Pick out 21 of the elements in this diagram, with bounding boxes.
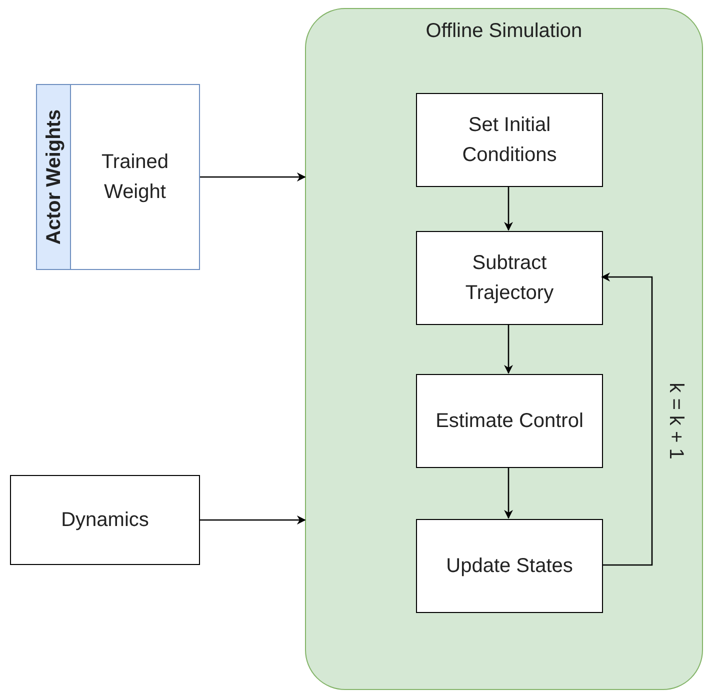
- arrow: [200, 516, 306, 524]
- process-box: [416, 374, 603, 468]
- node-label: Dynamics: [60, 508, 150, 533]
- arrow: [504, 186, 513, 231]
- arrow: [601, 272, 653, 566]
- arrow: [504, 467, 513, 519]
- node-label: Set Initial Conditions: [461, 113, 558, 168]
- group-title: Offline Simulation: [424, 19, 584, 43]
- arrow: [200, 172, 306, 182]
- process-box: [416, 93, 603, 187]
- group-container: [305, 8, 703, 690]
- node-label: Subtract Trajectory: [464, 251, 555, 306]
- process-box: [416, 519, 603, 613]
- arrow: [504, 324, 513, 374]
- process-box: [10, 475, 200, 565]
- node-label: Update States: [445, 554, 574, 579]
- process-box: [416, 231, 603, 325]
- node-label: Estimate Control: [434, 409, 584, 434]
- lane-title: Actor Weights: [42, 109, 66, 245]
- swimlane-container: [36, 84, 200, 270]
- node-label: Trained Weight: [100, 150, 170, 205]
